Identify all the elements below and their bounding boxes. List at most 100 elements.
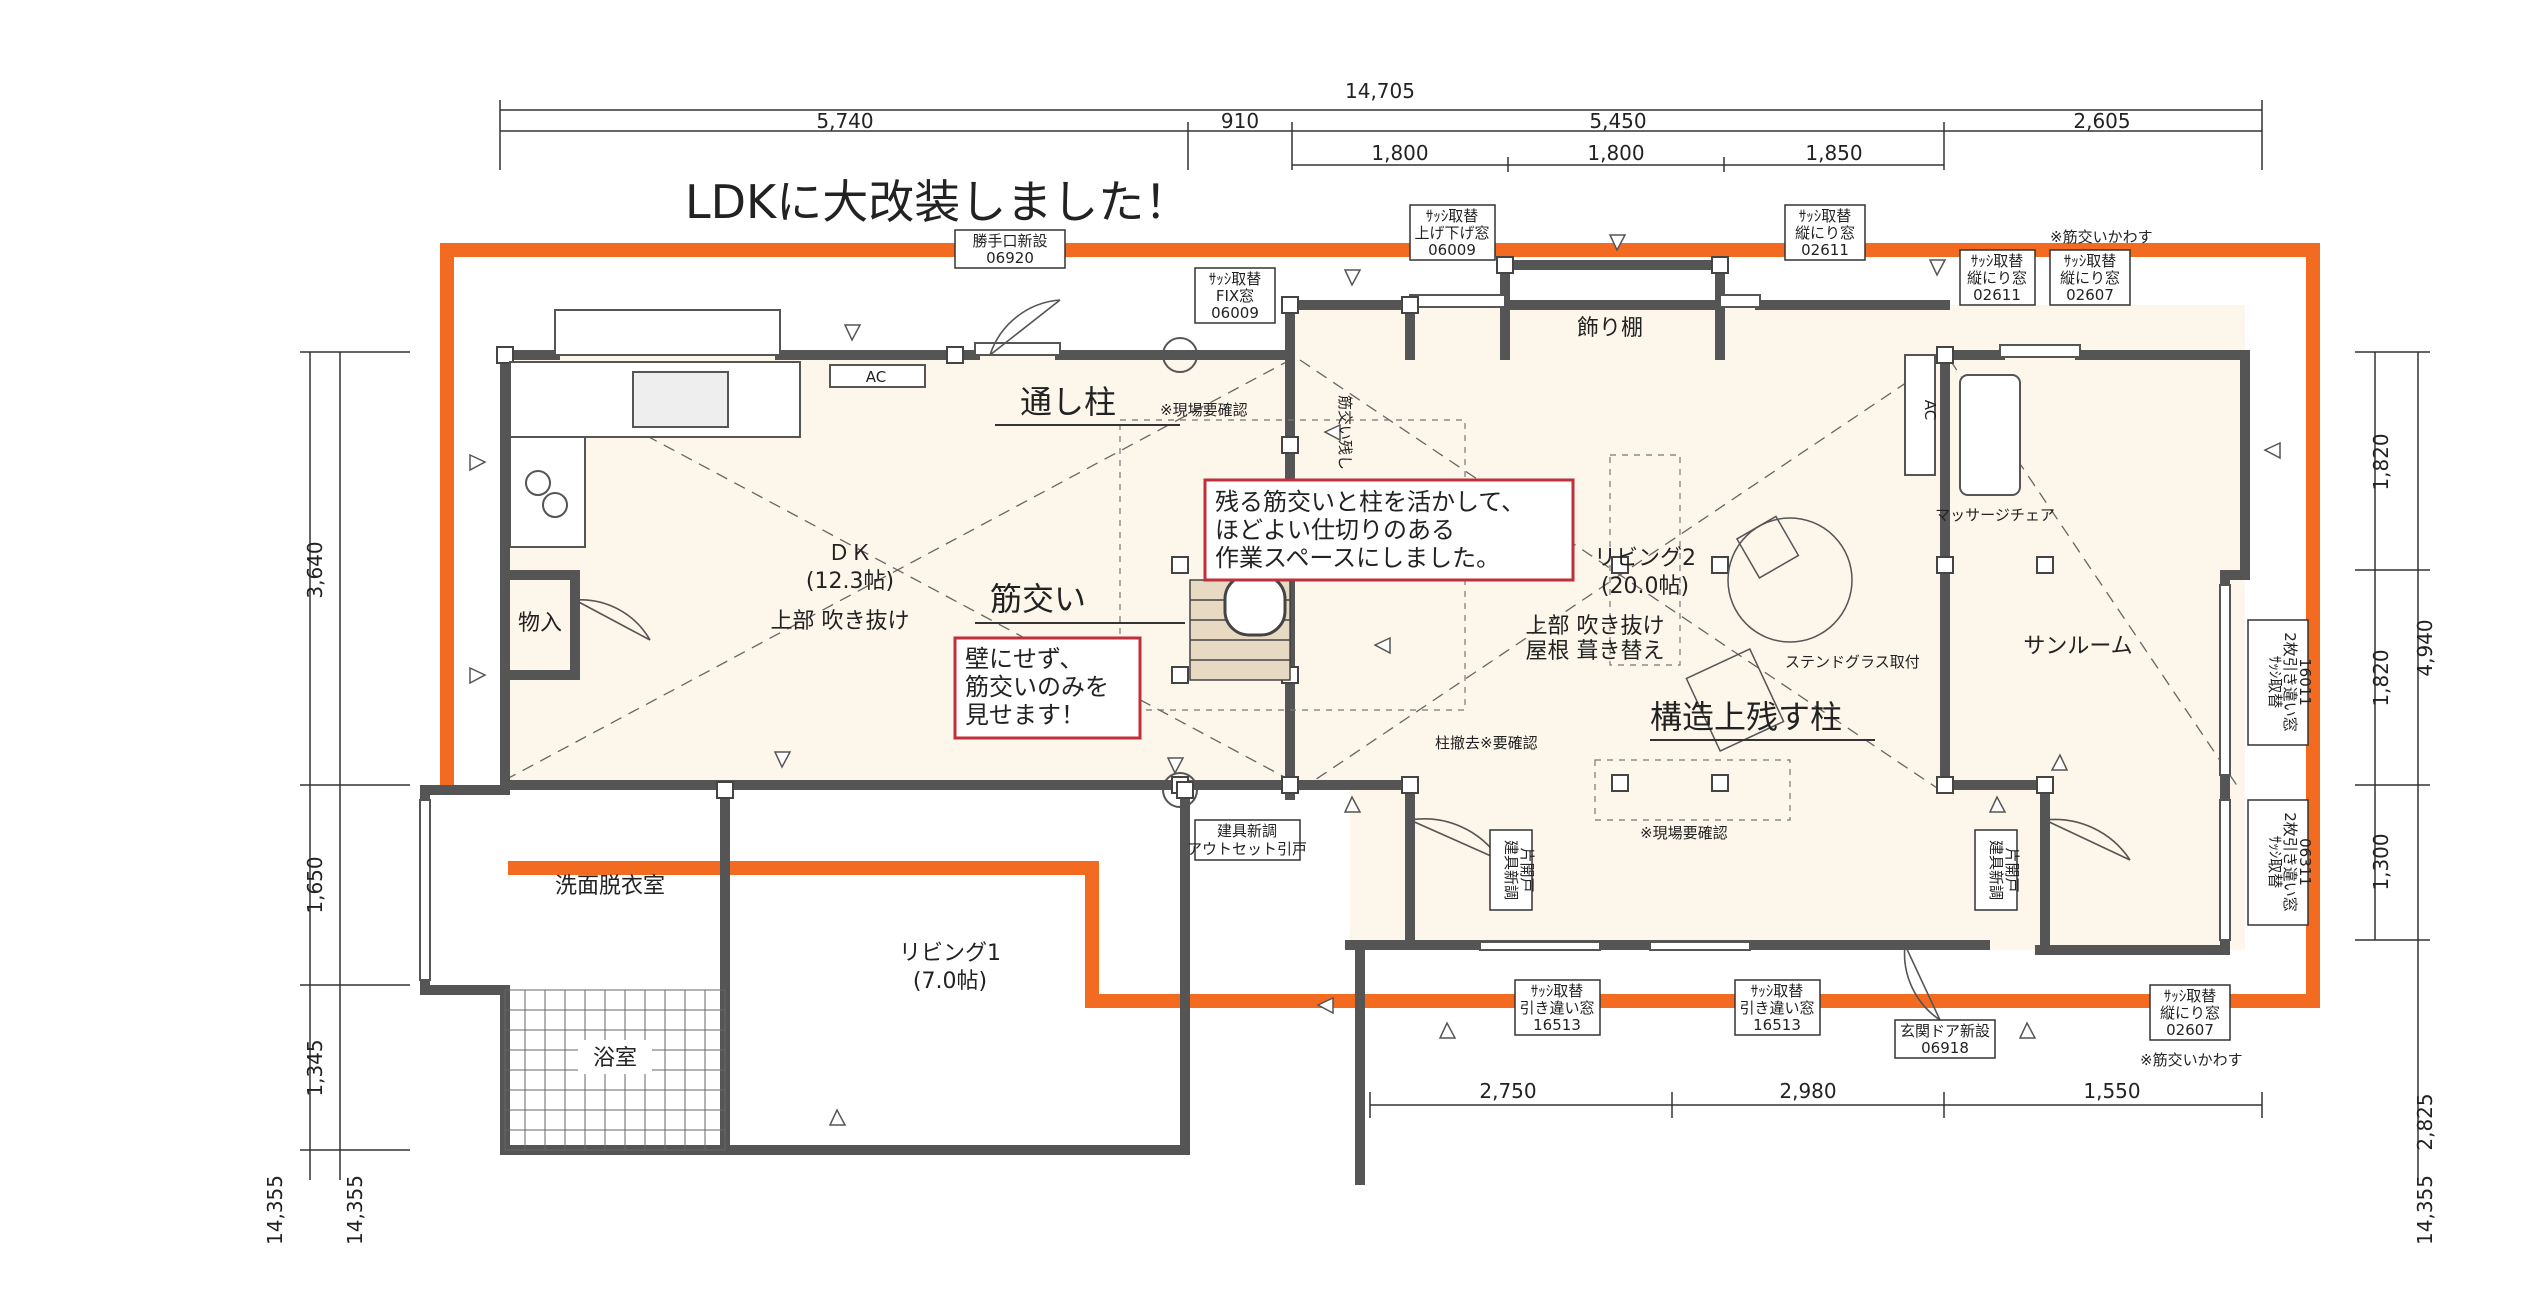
through-column-marker-1 — [1162, 337, 1198, 373]
svg-text:片開戸: 片開戸 — [2003, 847, 2021, 892]
svg-text:ｻｯｼ取替: ｻｯｼ取替 — [2064, 252, 2117, 270]
svg-text:16513: 16513 — [1753, 1016, 1801, 1034]
svg-text:建具新調: 建具新調 — [1217, 822, 1277, 840]
svg-text:ｻｯｼ取替: ｻｯｼ取替 — [1426, 207, 1479, 225]
svg-text:上げ下げ窓: 上げ下げ窓 — [1414, 224, 1489, 242]
room-living2-note1: 上部 吹き抜け — [1526, 614, 1665, 639]
sash-tag-fix-window: ｻｯｼ取替 FIX窓 06009 — [1194, 267, 1276, 324]
room-bath: 浴室 — [593, 1046, 637, 1071]
dim-left-2: 1,650 — [303, 856, 327, 913]
callout-brace-visible: 壁にせず、 筋交いのみを 見せます！ — [953, 636, 1142, 740]
stained-glass-note: ステンドグラス取付 — [1785, 653, 1920, 671]
door-tag-swing-1: 建具新調 片開戸 — [1489, 829, 1536, 911]
reference-dashes — [1119, 419, 1791, 821]
dim-right-total-1: 4,940 — [2413, 619, 2437, 676]
brace-avoid-note-1: ※筋交いかわす — [2050, 228, 2153, 246]
brace-avoid-note-2: ※筋交いかわす — [2140, 1051, 2243, 1069]
callout-work-space-line-3: 作業スペースにしました。 — [1215, 544, 1500, 572]
dim-bottom-2: 2,980 — [1779, 1079, 1836, 1103]
door-tag-swing-2: 建具新調 片開戸 — [1974, 829, 2021, 911]
dimension-lines-left — [300, 351, 410, 1180]
dimension-lines-bottom — [1369, 1092, 2263, 1118]
kitchen-fixtures — [509, 354, 2021, 548]
sash-tag-bottom-window-2: ｻｯｼ取替 引き違い窓 16513 — [1734, 979, 1821, 1036]
sash-tag-bottom-window-1: ｻｯｼ取替 引き違い窓 16513 — [1514, 979, 1601, 1036]
svg-text:06918: 06918 — [1921, 1039, 1969, 1057]
sash-tag-hung-window: ｻｯｼ取替 上げ下げ窓 06009 — [1409, 204, 1496, 261]
callout-work-space-line-2: ほどよい仕切りのある — [1215, 516, 1455, 544]
sash-tag-slit-window-2: ｻｯｼ取替 縦にり窓 02611 — [1959, 249, 2036, 306]
brace-keep-note: 筋交い残し — [1336, 395, 1354, 470]
svg-text:16011: 16011 — [2296, 658, 2314, 706]
room-washroom: 洗面脱衣室 — [555, 874, 665, 899]
svg-text:2枚引き違い窓: 2枚引き違い窓 — [2281, 632, 2299, 732]
through-column-marker-2 — [1162, 772, 1198, 808]
dim-right-total-3: 14,355 — [2413, 1175, 2437, 1245]
svg-text:02607: 02607 — [2066, 286, 2114, 304]
bath-label-bg — [578, 1040, 652, 1074]
renovation-boundary — [440, 243, 2320, 1008]
ac-unit-label: AC — [866, 368, 886, 386]
svg-text:建具新調: 建具新調 — [1987, 840, 2005, 900]
room-storage: 物入 — [518, 611, 562, 636]
svg-text:ｻｯｼ取替: ｻｯｼ取替 — [1209, 270, 1262, 288]
headline: LDKに大改装しました！ — [685, 175, 1190, 229]
room-dk-note: 上部 吹き抜け — [771, 609, 910, 634]
svg-text:06009: 06009 — [1428, 241, 1476, 259]
dim-top-2: 910 — [1221, 109, 1259, 133]
through-column-label: 通し柱 — [1020, 383, 1116, 421]
dim-left-total-1: 14,355 — [263, 1175, 287, 1245]
door-tag-outset-slide: 建具新調 アウトセット引戸 — [1187, 819, 1307, 861]
svg-text:ｻｯｼ取替: ｻｯｼ取替 — [2164, 987, 2217, 1005]
dim-right-1: 1,820 — [2369, 433, 2393, 490]
sight-marks — [469, 234, 2281, 1126]
svg-text:FIX窓: FIX窓 — [1216, 287, 1254, 305]
brace-label: 筋交い — [990, 580, 1086, 618]
check-note-2: ※現場要確認 — [1640, 824, 1728, 842]
ac-unit-label-2: AC — [1921, 400, 1939, 420]
dim-top-sub-2: 1,800 — [1587, 141, 1644, 165]
round-table — [1685, 515, 1853, 753]
dim-top-4: 2,605 — [2073, 109, 2130, 133]
svg-text:02611: 02611 — [1801, 241, 1849, 259]
svg-text:縦にり窓: 縦にり窓 — [2160, 1004, 2220, 1022]
pillar-removed-note: 柱撤去※要確認 — [1435, 734, 1538, 752]
svg-text:ｻｯｼ取替: ｻｯｼ取替 — [1971, 252, 2024, 270]
svg-text:縦にり窓: 縦にり窓 — [1967, 269, 2027, 287]
svg-text:建具新調: 建具新調 — [1502, 840, 1520, 900]
svg-text:2枚引き違い窓: 2枚引き違い窓 — [2281, 812, 2299, 912]
callout-brace-line-1: 壁にせず、 — [965, 645, 1083, 673]
entrance-door-tag: 玄関ドア新設 06918 — [1894, 1019, 1996, 1059]
room-sunroom: サンルーム — [2023, 634, 2132, 659]
dimension-lines-right — [2355, 351, 2430, 1180]
dim-left-3: 1,345 — [303, 1039, 327, 1096]
dim-left-1: 3,640 — [303, 541, 327, 598]
dim-right-2: 1,820 — [2369, 649, 2393, 706]
svg-text:引き違い窓: 引き違い窓 — [1519, 999, 1594, 1017]
svg-text:ｻｯｼ取替: ｻｯｼ取替 — [1531, 982, 1584, 1000]
ldk-floor — [505, 305, 2245, 950]
dim-right-3: 1,300 — [2369, 833, 2393, 890]
staircase — [1189, 573, 1291, 681]
svg-text:ｻｯｼ取替: ｻｯｼ取替 — [1799, 207, 1852, 225]
svg-text:勝手口新設: 勝手口新設 — [972, 232, 1047, 250]
svg-text:02607: 02607 — [2166, 1021, 2214, 1039]
sash-tag-sunroom-window-1: ｻｯｼ取替 2枚引き違い窓 16011 — [2247, 619, 2314, 746]
room-living1-name: リビング1 — [899, 941, 1001, 966]
callout-work-space-line-1: 残る筋交いと柱を活かして、 — [1215, 488, 1525, 516]
svg-text:ｻｯｼ取替: ｻｯｼ取替 — [1751, 982, 1804, 1000]
room-dk-name: ＤＫ — [828, 541, 872, 566]
svg-text:06920: 06920 — [986, 249, 1034, 267]
svg-text:引き違い窓: 引き違い窓 — [1739, 999, 1814, 1017]
svg-text:玄関ドア新設: 玄関ドア新設 — [1900, 1022, 1990, 1040]
room-living2-name: リビング2 — [1594, 546, 1696, 571]
sash-tag-slit-window-3: ｻｯｼ取替 縦にり窓 02607 — [2049, 249, 2131, 306]
svg-text:片開戸: 片開戸 — [1518, 847, 1536, 892]
svg-text:縦にり窓: 縦にり窓 — [1795, 224, 1855, 242]
dim-top-sub-1: 1,800 — [1371, 141, 1428, 165]
dim-top-3: 5,450 — [1589, 109, 1646, 133]
structural-column-label: 構造上残す柱 — [1650, 698, 1842, 736]
svg-text:06009: 06009 — [1211, 304, 1259, 322]
check-note-1: ※現場要確認 — [1160, 401, 1248, 419]
